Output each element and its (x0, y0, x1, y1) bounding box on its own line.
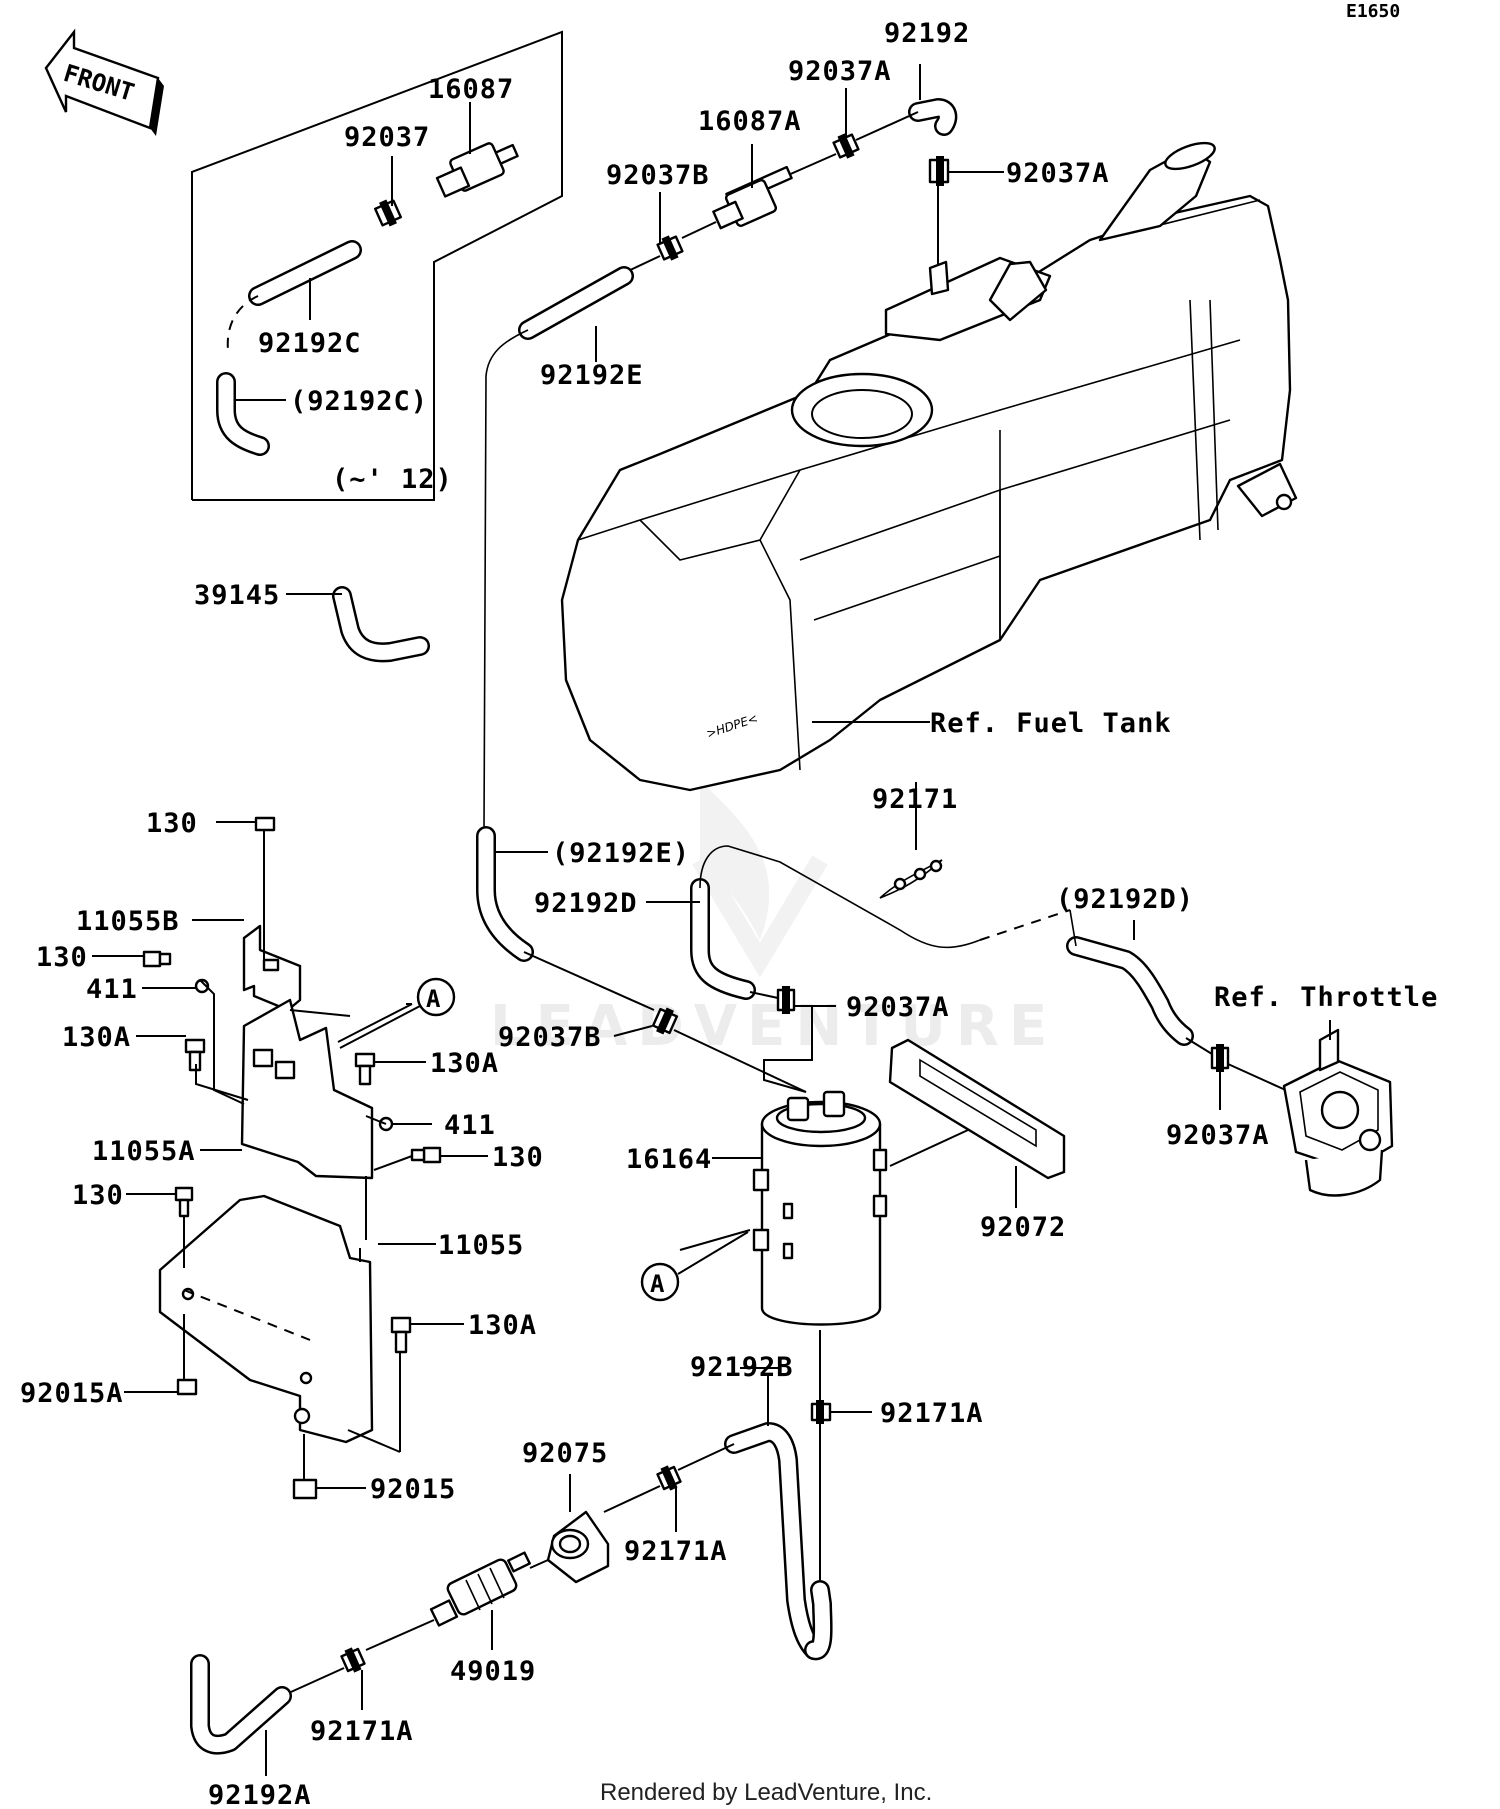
part-130A-bolt-2 (354, 1052, 376, 1086)
part-411-washer-1 (194, 978, 210, 994)
part-11055-bracket (158, 1194, 374, 1444)
label-92037A-tank: 92037A (1006, 158, 1110, 189)
label-92192C: 92192C (258, 328, 362, 359)
part-92037A-clamp-throttle (1210, 1044, 1230, 1072)
watermark-logo (692, 780, 828, 978)
label-16087A: 16087A (698, 106, 802, 137)
part-92015-nut (292, 1478, 318, 1500)
label-92171A-3: 92171A (310, 1716, 414, 1747)
part-92037A-clamp-top (832, 133, 860, 159)
label-92037: 92037 (344, 122, 430, 153)
part-130A-bolt-3 (390, 1316, 412, 1354)
part-92037A-clamp-mid (776, 986, 796, 1014)
label-92192: 92192 (884, 18, 970, 49)
label-92192C-paren: (92192C) (290, 386, 428, 417)
label-11055: 11055 (438, 1230, 524, 1261)
part-16087A-valve (712, 165, 793, 230)
label-92171: 92171 (872, 784, 958, 815)
label-411-1: 411 (86, 974, 138, 1005)
label-92192A: 92192A (208, 1780, 312, 1809)
label-130-3: 130 (492, 1142, 544, 1173)
label-92192E-paren: (92192E) (552, 838, 690, 869)
label-92037B-mid: 92037B (498, 1022, 602, 1053)
label-411-2: 411 (444, 1110, 496, 1141)
part-16087-valve (435, 142, 519, 198)
label-92171A-1: 92171A (880, 1398, 984, 1429)
leader-lines (92, 64, 1331, 1776)
ref-throttle: Ref. Throttle (1214, 982, 1438, 1013)
label-92192D-paren: (92192D) (1056, 884, 1194, 915)
label-92192B: 92192B (690, 1352, 794, 1383)
part-16164-canister (752, 1090, 888, 1326)
label-130A-3: 130A (468, 1310, 537, 1341)
label-92192E: 92192E (540, 360, 644, 391)
label-92075: 92075 (522, 1438, 608, 1469)
part-92192D-hose (690, 845, 1194, 1046)
part-11055B-bracket (242, 924, 302, 1012)
footer-credit: Rendered by LeadVenture, Inc. (600, 1779, 932, 1806)
part-92075-damper (546, 1510, 610, 1584)
label-92015A: 92015A (20, 1378, 124, 1409)
inset-box: (~' 12) (191, 30, 563, 501)
label-92171A-2: 92171A (624, 1536, 728, 1567)
part-39145-bracket (332, 586, 430, 663)
label-92037A-mid: 92037A (846, 992, 950, 1023)
label-39145: 39145 (194, 580, 280, 611)
part-92192C-hose (216, 240, 362, 456)
label-92037B-top: 92037B (606, 160, 710, 191)
inset-note: (~' 12) (332, 464, 453, 495)
label-130-2: 130 (36, 942, 88, 973)
label-11055B: 11055B (76, 906, 180, 937)
part-92037B-clamp-top (656, 235, 684, 261)
part-92171A-clamp-1 (810, 1400, 832, 1424)
part-92072-band (888, 1038, 1066, 1180)
part-130-bolt-2 (142, 950, 172, 968)
part-92037B-clamp-mid (651, 1007, 679, 1035)
label-92192D: 92192D (534, 888, 638, 919)
label-92037A-top: 92037A (788, 56, 892, 87)
label-130A-2: 130A (430, 1048, 499, 1079)
label-130A-1: 130A (62, 1022, 131, 1053)
label-16087: 16087 (428, 74, 514, 105)
part-92037A-clamp-tank (928, 156, 950, 186)
label-130-1: 130 (146, 808, 198, 839)
diagram-code: E1650 (1346, 1, 1400, 22)
part-130-bolt-4 (174, 1186, 194, 1218)
part-92171-clip (879, 859, 943, 899)
label-92015: 92015 (370, 1474, 456, 1505)
part-92192B-hose (724, 1422, 833, 1660)
part-130-bolt-3 (410, 1146, 442, 1164)
label-11055A: 11055A (92, 1136, 196, 1167)
part-92171A-clamp-2 (656, 1465, 682, 1491)
label-16164: 16164 (626, 1144, 712, 1175)
throttle-body (1282, 1028, 1394, 1197)
watermark: LEADVENTURE (490, 994, 1057, 1059)
fuel-tank: >HDPE< (560, 141, 1298, 792)
label-92037A-throttle: 92037A (1166, 1120, 1270, 1151)
label-130-4: 130 (72, 1180, 124, 1211)
callout-circle-a-2: A (640, 1262, 680, 1302)
part-11055A-bracket (240, 998, 374, 1180)
part-92192-elbow (908, 98, 958, 136)
label-49019: 49019 (450, 1656, 536, 1687)
front-arrow-icon: FRONT (44, 28, 164, 136)
part-92015A-nut (176, 1378, 198, 1396)
svg-text:A: A (650, 1270, 665, 1298)
part-92037-clamp (374, 199, 402, 227)
part-92192A-hose (190, 1654, 292, 1755)
label-92072: 92072 (980, 1212, 1066, 1243)
svg-text:A: A (426, 985, 441, 1013)
ref-fuel-tank: Ref. Fuel Tank (930, 708, 1172, 739)
part-92171A-clamp-3 (340, 1647, 366, 1673)
part-130-bolt-1 (254, 816, 276, 842)
callout-circle-a-1: A (416, 977, 456, 1017)
part-49019-fuel-filter (429, 1551, 531, 1627)
part-92192E-hose (476, 266, 634, 962)
